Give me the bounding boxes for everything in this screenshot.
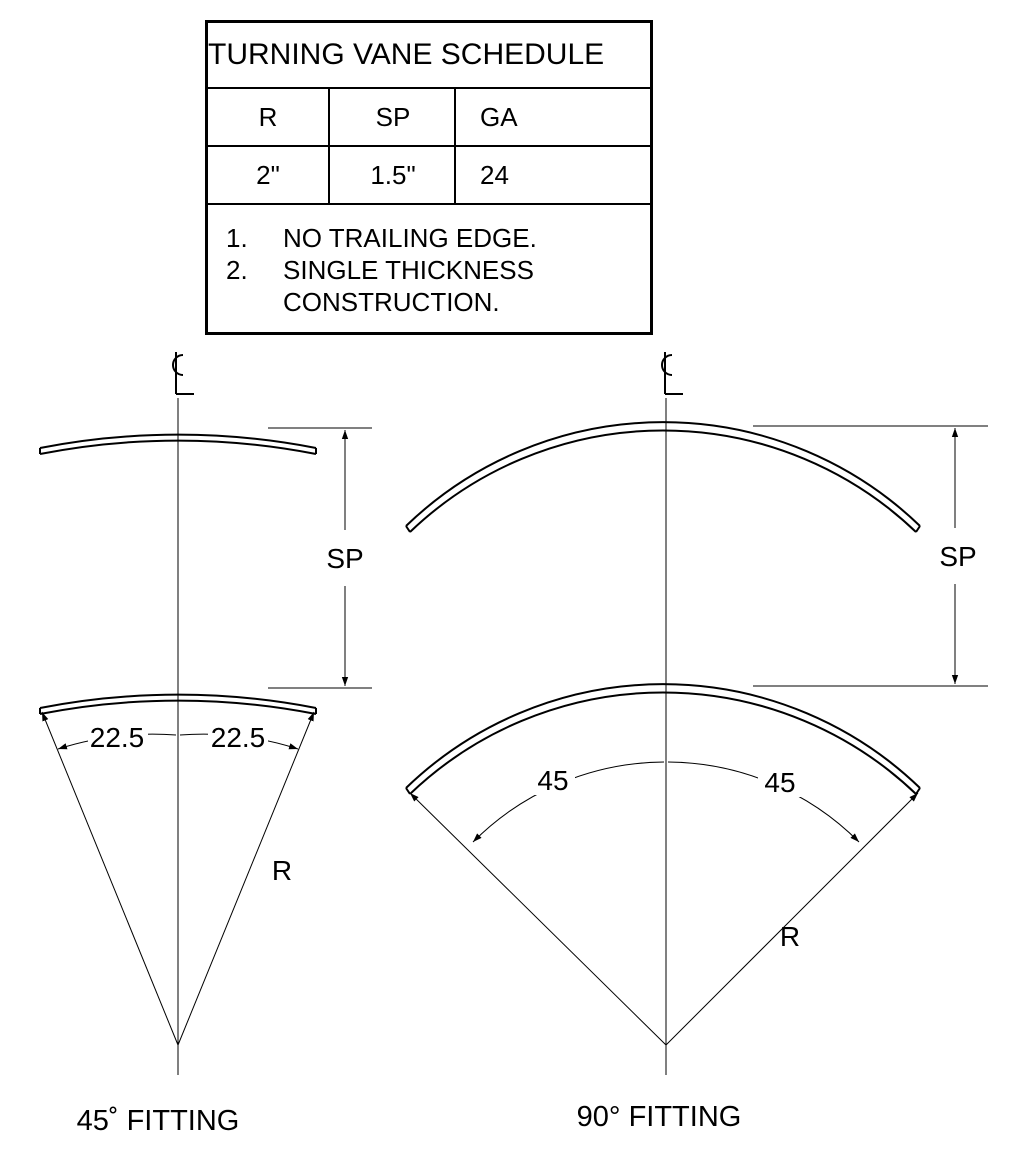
radius-lines-45 <box>41 711 315 1046</box>
sp-label-90: SP <box>939 541 976 572</box>
caption-45: 45˚ FITTING <box>77 1105 240 1137</box>
note-1-text: NO TRAILING EDGE. <box>283 223 537 253</box>
note-2-continued: CONSTRUCTION. <box>283 287 500 317</box>
header-r: R <box>258 102 278 132</box>
note-2: 2. SINGLE THICKNESS <box>226 255 534 286</box>
centerline-symbol-90 <box>661 352 683 395</box>
angle-label-left-bg-45 <box>88 724 148 752</box>
vane-top-90 <box>405 421 921 533</box>
note-2-text: SINGLE THICKNESS <box>283 255 534 285</box>
angle-label-right-45: 22.5 <box>211 722 266 753</box>
angle-label-right-bg-45 <box>208 724 268 752</box>
angle-label-left-90: 45 <box>537 765 568 796</box>
radius-label-45: R <box>272 855 292 886</box>
note-2-number: 2. <box>226 255 248 285</box>
vane-top-45 <box>39 433 317 455</box>
radius-label-90: R <box>780 921 800 952</box>
angle-label-left-bg-90 <box>531 765 575 795</box>
radius-lines-90 <box>409 792 919 1046</box>
schedule-title: TURNING VANE SCHEDULE <box>208 38 605 71</box>
angle-label-right-bg-90 <box>758 767 802 797</box>
centerline-symbol-45 <box>172 352 194 395</box>
angle-label-left-45: 22.5 <box>90 722 145 753</box>
value-sp: 1.5" <box>328 147 456 203</box>
header-sp: SP <box>328 89 456 145</box>
turning-vane-schedule-table: TURNING VANE SCHEDULE R SP GA 2" 1.5" 24… <box>205 20 653 335</box>
angle-label-right-90: 45 <box>764 767 795 798</box>
vane-bottom-45 <box>39 693 317 715</box>
sp-dimension-45 <box>268 427 372 689</box>
value-r: 2" <box>256 160 280 190</box>
header-ga: GA <box>454 89 650 145</box>
schedule-header-row: R SP GA <box>208 87 650 145</box>
note-1: 1. NO TRAILING EDGE. <box>226 223 537 254</box>
sp-dimension-90 <box>753 425 988 687</box>
schedule-value-row: 2" 1.5" 24 <box>208 145 650 203</box>
vane-bottom-90 <box>405 683 921 795</box>
fitting-45: SP R 22.5 22.5 45˚ FITTING <box>39 352 372 1137</box>
schedule-notes: 1. NO TRAILING EDGE. 2. SINGLE THICKNESS C… <box>208 203 650 334</box>
fitting-90: SP R 45 45 90° FITTING <box>405 352 988 1133</box>
note-1-number: 1. <box>226 223 248 253</box>
caption-90: 90° FITTING <box>577 1101 742 1133</box>
value-ga: 24 <box>454 147 650 203</box>
sp-label-45: SP <box>326 543 363 574</box>
